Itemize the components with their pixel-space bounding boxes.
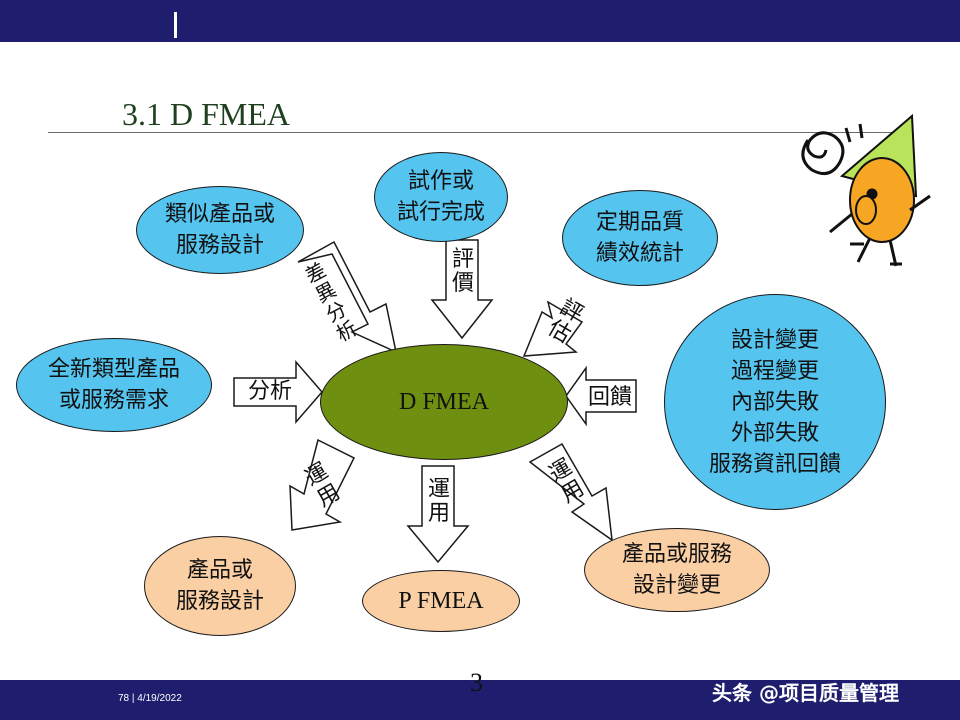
node-similar-design: 類似產品或 服務設計 — [136, 186, 304, 274]
node-new-type-demand: 全新類型產品 或服務需求 — [16, 338, 212, 432]
arrow-feedback — [565, 365, 637, 427]
label-analysis: 分析 — [248, 379, 293, 404]
node-periodic-quality: 定期品質 績效統計 — [562, 190, 718, 286]
node-pfmea: P FMEA — [362, 570, 520, 632]
arrow-apply-down — [406, 465, 470, 564]
arrow-assess — [522, 300, 584, 357]
node-output-change: 產品或服務 設計變更 — [584, 528, 770, 612]
label-apply-down: 運 用 — [427, 477, 450, 526]
title-underline — [48, 132, 911, 133]
label-evaluate: 評 價 — [451, 247, 474, 296]
arrow-apply-left — [289, 438, 356, 531]
watermark: 头条 @项目质量管理 — [712, 681, 899, 705]
party-horn-mascot-icon — [801, 113, 931, 267]
header-tick-mark — [174, 12, 177, 38]
node-trial-complete: 試作或 試行完成 — [374, 152, 508, 242]
arrow-evaluate — [430, 239, 494, 340]
arrow-apply-right — [528, 442, 613, 542]
footer-bar — [0, 680, 960, 720]
node-change-feedback: 設計變更 過程變更 內部失敗 外部失敗 服務資訊回饋 — [664, 294, 886, 510]
node-output-design: 產品或 服務設計 — [144, 536, 296, 636]
page-number: 3 — [470, 668, 483, 697]
footer-meta: 78 | 4/19/2022 — [118, 693, 182, 704]
arrow-analysis — [233, 359, 323, 425]
slide-title: 3.1 D FMEA — [122, 96, 291, 132]
header-bar — [0, 0, 960, 42]
label-feedback: 回饋 — [588, 385, 633, 410]
node-dfmea-center: D FMEA — [320, 344, 568, 460]
